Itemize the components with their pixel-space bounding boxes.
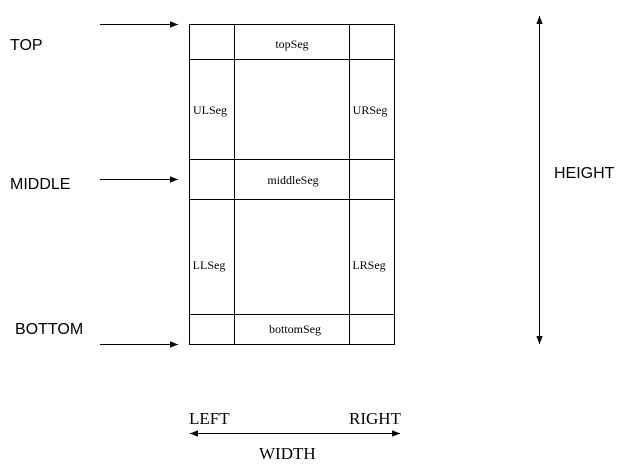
right-label: RIGHT bbox=[349, 409, 402, 428]
width-label: WIDTH bbox=[259, 444, 316, 463]
segment-grid bbox=[189, 24, 395, 345]
top-label: TOP bbox=[10, 37, 43, 54]
grid-border bbox=[189, 24, 395, 345]
upper-right-segment-label: URSeg bbox=[353, 103, 388, 117]
bottom-segment-label: bottomSeg bbox=[269, 322, 321, 336]
bottom-label: BOTTOM bbox=[15, 321, 83, 338]
middle-segment-label: middleSeg bbox=[267, 173, 318, 187]
lower-left-segment-label: LLSeg bbox=[193, 258, 226, 272]
top-segment-label: topSeg bbox=[275, 37, 308, 51]
lower-right-segment-label: LRSeg bbox=[352, 258, 385, 272]
upper-left-segment-label: ULSeg bbox=[193, 103, 227, 117]
middle-label: MIDDLE bbox=[10, 176, 70, 193]
height-label: HEIGHT bbox=[554, 165, 615, 182]
left-label: LEFT bbox=[189, 409, 230, 428]
